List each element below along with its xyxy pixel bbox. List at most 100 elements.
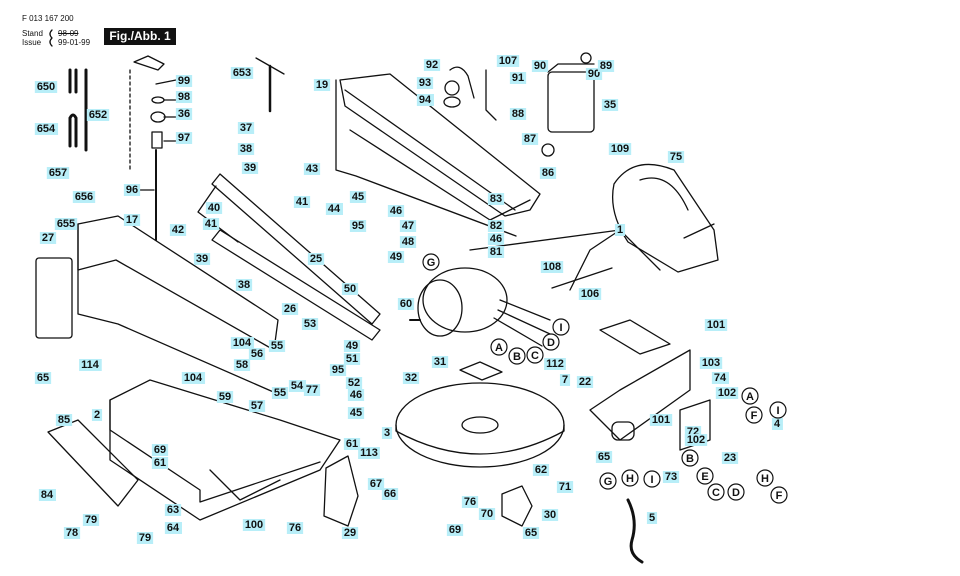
part-number-label: 39 [196, 253, 208, 265]
part-number-label: 65 [525, 527, 537, 539]
part-number-label: 87 [524, 133, 536, 145]
wire-letter-label: A [495, 342, 503, 354]
part-number-label: 107 [499, 55, 517, 67]
part-number-highlight [175, 75, 193, 87]
wire-letter-circle [621, 469, 639, 487]
part-number-label: 51 [346, 353, 358, 365]
wire-letter-label: E [701, 471, 708, 483]
part-number-highlight [349, 220, 367, 232]
wire-letter-circle [727, 483, 745, 501]
part-number-label: 42 [172, 224, 184, 236]
part-number-label: 76 [464, 496, 476, 508]
part-number-label: 50 [344, 283, 356, 295]
part-number-label: 46 [390, 205, 402, 217]
wire-letter-label: G [427, 257, 436, 269]
wire-letter-circle [643, 470, 661, 488]
part-number-highlight [608, 143, 632, 155]
part-number-label: 82 [490, 220, 502, 232]
part-number-highlight [313, 79, 331, 91]
wire-letter-label: G [604, 476, 613, 488]
part-number-highlight [248, 400, 266, 412]
part-number-highlight [381, 488, 399, 500]
part-number-label: 23 [724, 452, 736, 464]
part-number-label: 90 [534, 60, 546, 72]
part-number-label: 93 [419, 77, 431, 89]
part-number-highlight [175, 108, 193, 120]
part-number-highlight [34, 123, 59, 135]
part-number-highlight [38, 489, 56, 501]
part-number-label: 56 [251, 348, 263, 360]
wire-letter-circle [508, 347, 526, 365]
part-number-highlight [540, 261, 564, 273]
part-number-label: 99 [178, 75, 190, 87]
part-number-highlight [699, 357, 723, 369]
part-number-label: 58 [236, 359, 248, 371]
part-number-highlight [358, 447, 380, 459]
part-number-highlight [578, 288, 602, 300]
part-number-label: 75 [670, 151, 682, 163]
part-number-label: 102 [687, 434, 705, 446]
part-number-label: 7 [562, 374, 568, 386]
part-number-label: 109 [611, 143, 629, 155]
part-number-highlight [123, 184, 141, 196]
part-number-highlight [343, 438, 361, 450]
part-number-highlight [399, 220, 417, 232]
stand-value: 98-09 [58, 29, 79, 38]
part-number-highlight [397, 298, 415, 310]
part-number-label: 90 [588, 68, 600, 80]
part-number-highlight [268, 340, 286, 352]
part-number-highlight [301, 318, 319, 330]
part-number-highlight [522, 527, 540, 539]
part-number-highlight [531, 60, 549, 72]
part-number-label: 78 [66, 527, 78, 539]
part-number-highlight [721, 452, 739, 464]
part-number-highlight [544, 358, 566, 370]
part-number-label: 76 [289, 522, 301, 534]
part-number-highlight [286, 522, 304, 534]
part-number-highlight [509, 72, 527, 84]
wire-letter-circle [707, 483, 725, 501]
part-number-label: 46 [350, 389, 362, 401]
part-number-label: 69 [154, 444, 166, 456]
part-number-label: 101 [652, 414, 670, 426]
part-number-highlight [597, 60, 615, 72]
wire-letter-label: H [626, 473, 634, 485]
part-number-highlight [169, 224, 187, 236]
doc-number: F 013 167 200 [22, 14, 74, 23]
part-number-highlight [202, 218, 220, 230]
part-number-label: 44 [328, 203, 341, 215]
part-number-label: 19 [316, 79, 328, 91]
part-number-label: 52 [348, 377, 360, 389]
issue-label: Issue [22, 38, 42, 47]
wire-letter-label: D [732, 487, 740, 499]
part-number-highlight [237, 143, 255, 155]
part-number-label: 650 [37, 81, 55, 93]
issue-value: 99-01-99 [58, 38, 91, 47]
part-number-highlight [55, 414, 73, 426]
part-number-label: 102 [718, 387, 736, 399]
part-number-label: 30 [544, 509, 556, 521]
wire-letter-label: F [776, 490, 783, 502]
wire-letter-label: B [513, 351, 521, 363]
part-number-label: 35 [604, 99, 616, 111]
wire-letter-circle [422, 253, 440, 271]
part-number-label: 25 [310, 253, 322, 265]
part-number-label: 97 [178, 132, 190, 144]
part-number-highlight [367, 478, 385, 490]
part-number-label: 69 [449, 524, 461, 536]
part-number-label: 59 [219, 391, 231, 403]
part-number-label: 1 [617, 224, 623, 236]
part-number-label: 85 [58, 414, 70, 426]
part-number-label: 4 [774, 418, 781, 430]
part-number-highlight [684, 434, 708, 446]
part-number-highlight [175, 132, 193, 144]
part-number-label: 96 [126, 184, 138, 196]
part-number-label: 45 [350, 407, 362, 419]
wire-letter-circle [542, 333, 560, 351]
part-number-highlight [230, 337, 255, 349]
wire-letter-label: A [746, 391, 754, 403]
part-number-label: 64 [167, 522, 180, 534]
wire-letter-circle [696, 467, 714, 485]
